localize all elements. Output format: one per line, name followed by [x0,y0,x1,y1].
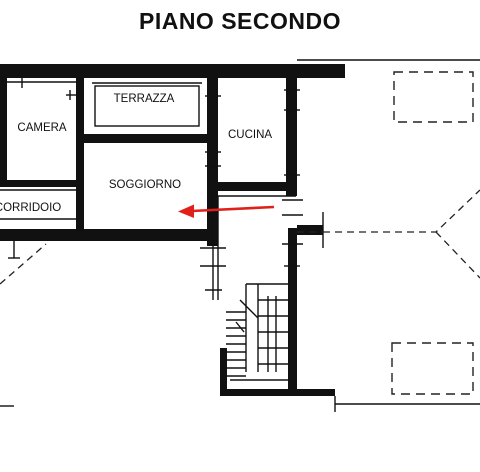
entrance-arrow [178,204,275,218]
room-label-soggiorno: SOGGIORNO [109,179,181,191]
wall-soggiorno-cucina [207,78,218,182]
wall-bottom [0,229,215,241]
wall-left [0,78,7,180]
room-label-corridoio: CORRIDOIO [0,202,61,214]
wall-camera-corridoio [0,180,82,187]
wall-camera-soggiorno [76,78,84,230]
wall-terrazza-bottom [84,134,218,143]
wall-top [0,64,345,78]
room-label-camera: CAMERA [17,122,67,134]
room-label-terrazza: TERRAZZA [114,93,175,105]
staircase [226,283,288,381]
room-label-cucina: CUCINA [228,129,272,141]
wall-cucina-right [286,78,297,196]
wall-stair-left [220,348,227,393]
wall-cucina-bottom [218,182,296,191]
wall-stair-right [288,228,297,390]
roof-outline [0,71,480,395]
walls [0,64,345,396]
plan-title: PIANO SECONDO [138,8,342,34]
wall-stair-bottom [220,389,335,396]
details [0,59,480,412]
